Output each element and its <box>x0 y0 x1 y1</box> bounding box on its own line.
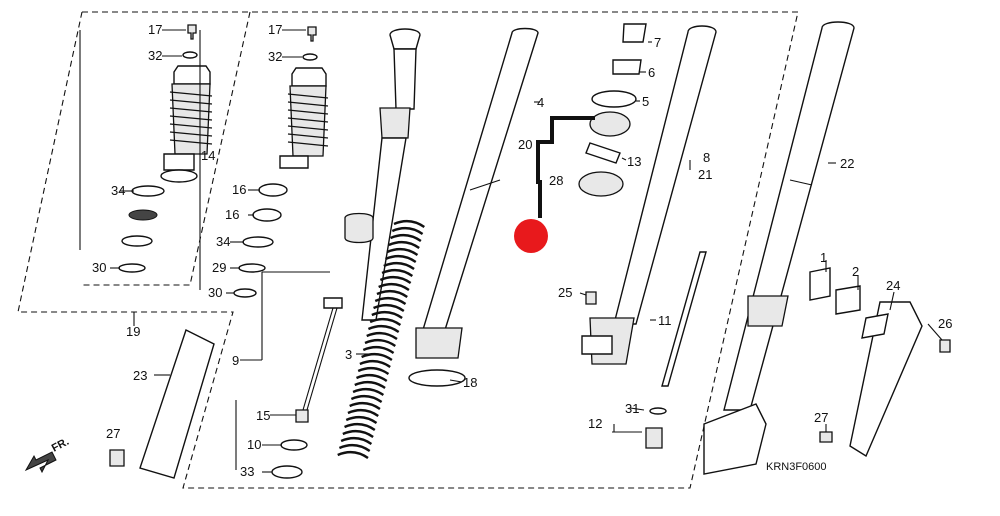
front-label: FR. <box>50 436 71 455</box>
spring-coil <box>350 394 383 403</box>
callout-11: 11 <box>658 313 672 328</box>
callout-24: 24 <box>886 278 900 293</box>
spring-coil <box>366 331 398 340</box>
callout-2: 2 <box>852 264 859 279</box>
spring-coil <box>342 429 374 438</box>
fork-spring <box>337 219 425 459</box>
spring-coil <box>390 233 422 242</box>
callout-30: 30 <box>208 285 222 300</box>
spring-coil <box>337 450 369 459</box>
callout-13: 13 <box>627 154 641 169</box>
callout-1: 1 <box>820 250 827 265</box>
spring-coil <box>349 401 381 410</box>
spring-coil <box>383 261 415 270</box>
damper-rod <box>271 28 421 479</box>
front-direction-indicator: FR. <box>24 436 71 474</box>
inner-tube-right <box>581 25 717 387</box>
callout-28: 28 <box>549 173 563 188</box>
callout-15: 15 <box>256 408 270 423</box>
callout-4: 4 <box>537 95 544 110</box>
spring-coil <box>347 408 379 417</box>
axle-holder-parts <box>645 407 667 449</box>
highlight-annotation <box>514 116 595 253</box>
callout-22: 22 <box>840 156 854 171</box>
spring-coil <box>340 436 373 445</box>
callout-19: 19 <box>126 324 140 339</box>
callout-18: 18 <box>463 375 477 390</box>
guard-left <box>109 329 215 479</box>
callout-33: 33 <box>240 464 254 479</box>
callout-26: 26 <box>938 316 952 331</box>
frame-lines <box>17 11 799 489</box>
callout-10: 10 <box>247 437 261 452</box>
spring-coil <box>381 268 414 277</box>
spring-coil <box>388 240 420 249</box>
callout-34: 34 <box>111 183 125 198</box>
spring-coil <box>355 373 388 382</box>
callout-8: 8 <box>703 150 710 165</box>
callout-5: 5 <box>642 94 649 109</box>
spring-coil <box>344 422 376 431</box>
callout-31: 31 <box>625 401 639 416</box>
middle-cartridge <box>199 26 329 298</box>
spring-coil <box>359 359 391 368</box>
callout-21: 21 <box>698 167 712 182</box>
left-cartridge <box>79 24 213 273</box>
callout-14: 14 <box>201 148 215 163</box>
spring-coil <box>386 247 419 256</box>
callout-23: 23 <box>133 368 147 383</box>
diagram-code: KRN3F0600 <box>766 461 827 473</box>
spring-coil <box>373 303 405 312</box>
guard-right <box>809 267 951 458</box>
spring-coil <box>393 219 425 228</box>
spring-coil <box>338 443 371 452</box>
highlight-marker <box>514 219 548 253</box>
spring-coil <box>354 380 386 389</box>
spring-coil <box>391 226 424 235</box>
callout-32: 32 <box>148 48 162 63</box>
outer-tube <box>408 27 539 387</box>
callout-17: 17 <box>268 22 282 37</box>
outer-tube-right <box>703 21 855 475</box>
callout-32: 32 <box>268 49 282 64</box>
callout-7: 7 <box>654 35 661 50</box>
spring-coil <box>374 296 407 305</box>
callout-16: 16 <box>225 207 239 222</box>
spring-coil <box>369 317 402 326</box>
front-arrow-icon <box>24 451 57 474</box>
spring-coil <box>362 345 395 354</box>
callout-12: 12 <box>588 416 602 431</box>
callout-30: 30 <box>92 260 106 275</box>
spring-coil <box>367 324 400 333</box>
leader-lines <box>110 29 943 473</box>
callout-17: 17 <box>148 22 162 37</box>
callout-labels: 17 32 34 30 17 32 14 16 16 34 29 30 19 2… <box>92 22 952 479</box>
stem-parts <box>578 23 647 197</box>
spring-coil <box>384 254 417 263</box>
callout-25: 25 <box>558 285 572 300</box>
spring-coil <box>357 366 390 375</box>
callout-27: 27 <box>814 410 828 425</box>
spring-coil <box>376 289 408 298</box>
callout-3: 3 <box>345 347 352 362</box>
callout-34: 34 <box>216 234 230 249</box>
spring-coil <box>361 352 393 361</box>
spring-coil <box>352 387 385 396</box>
spring-coil <box>378 282 410 291</box>
callout-20: 20 <box>518 137 532 152</box>
callout-27: 27 <box>106 426 120 441</box>
spring-coil <box>379 275 412 284</box>
spring-coil <box>364 338 396 347</box>
callout-16: 16 <box>232 182 246 197</box>
spring-coil <box>345 415 378 424</box>
spring-coil <box>371 310 403 319</box>
callout-9: 9 <box>232 353 239 368</box>
callout-6: 6 <box>648 65 655 80</box>
callout-29: 29 <box>212 260 226 275</box>
